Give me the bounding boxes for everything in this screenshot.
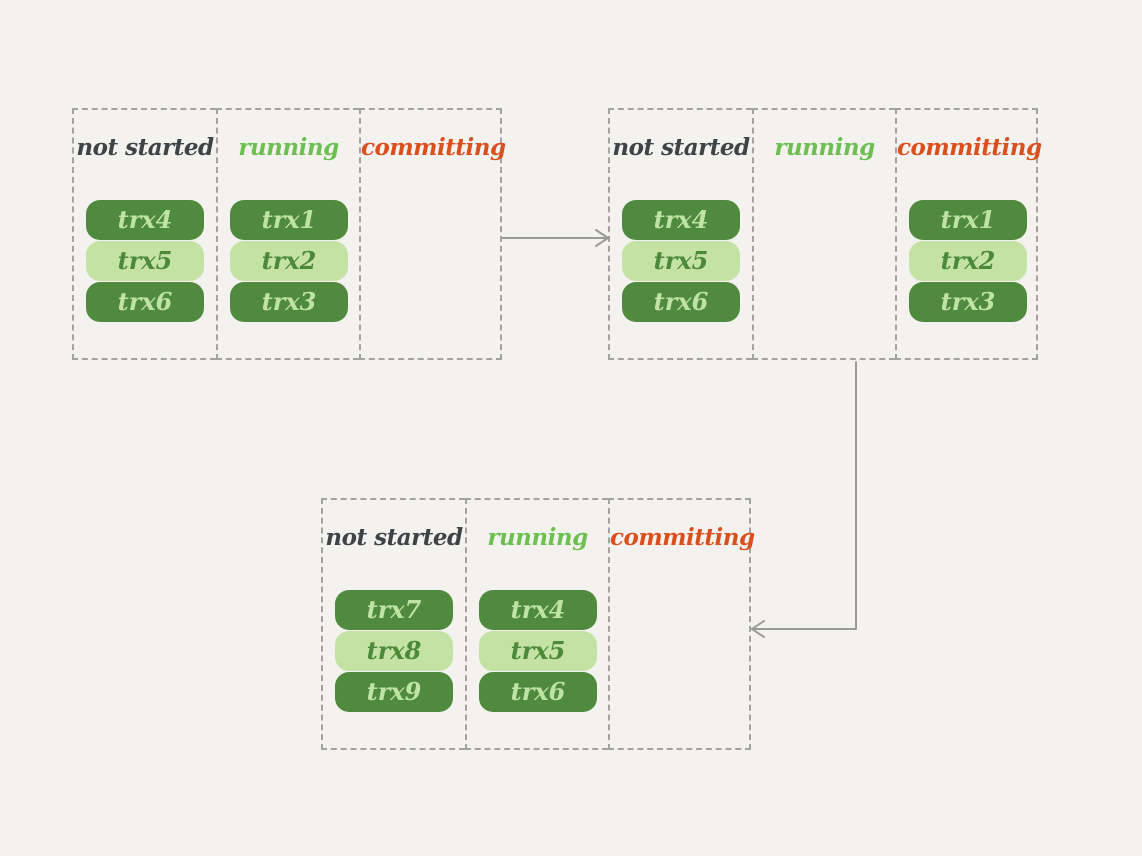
trx-block: trx4 — [479, 590, 597, 630]
trx-stack: trx4 trx5 trx6 — [86, 200, 204, 323]
trx-stack: trx4 trx5 trx6 — [479, 590, 597, 713]
trx-block: trx6 — [86, 282, 204, 322]
trx-block: trx8 — [335, 631, 453, 671]
trx-block: trx1 — [230, 200, 348, 240]
committing-column: committing trx1 trx2 trx3 — [895, 108, 1042, 360]
running-label: running — [238, 134, 339, 161]
trx-block: trx9 — [335, 672, 453, 712]
running-column: running trx4 trx5 trx6 — [465, 498, 608, 750]
trx-block: trx3 — [230, 282, 348, 322]
committing-column: committing — [608, 498, 755, 750]
trx-stack: trx7 trx8 trx9 — [335, 590, 453, 713]
trx-block: trx2 — [909, 241, 1027, 281]
state-1: not started trx4 trx5 trx6 running trx1 … — [72, 108, 506, 360]
trx-stack: trx1 trx2 trx3 — [230, 200, 348, 323]
running-label: running — [487, 524, 588, 551]
not-started-label: not started — [612, 134, 750, 161]
state-2: not started trx4 trx5 trx6 running commi… — [608, 108, 1042, 360]
trx-block: trx3 — [909, 282, 1027, 322]
committing-label: committing — [897, 134, 1042, 161]
arrow-state1-to-state2 — [501, 229, 609, 247]
not-started-column: not started trx4 trx5 trx6 — [608, 108, 752, 360]
not-started-column: not started trx7 trx8 trx9 — [321, 498, 465, 750]
state-3: not started trx7 trx8 trx9 running trx4 … — [321, 498, 755, 750]
running-label: running — [774, 134, 875, 161]
running-column: running trx1 trx2 trx3 — [216, 108, 359, 360]
committing-label: committing — [610, 524, 755, 551]
trx-block: trx1 — [909, 200, 1027, 240]
not-started-column: not started trx4 trx5 trx6 — [72, 108, 216, 360]
not-started-label: not started — [325, 524, 463, 551]
trx-block: trx7 — [335, 590, 453, 630]
trx-block: trx5 — [86, 241, 204, 281]
committing-label: committing — [361, 134, 506, 161]
running-column: running — [752, 108, 895, 360]
trx-block: trx4 — [86, 200, 204, 240]
trx-block: trx5 — [479, 631, 597, 671]
committing-column: committing — [359, 108, 506, 360]
trx-block: trx6 — [622, 282, 740, 322]
trx-block: trx6 — [479, 672, 597, 712]
trx-block: trx5 — [622, 241, 740, 281]
trx-block: trx4 — [622, 200, 740, 240]
trx-stack: trx1 trx2 trx3 — [909, 200, 1027, 323]
arrow-state2-to-state3 — [751, 361, 857, 638]
trx-block: trx2 — [230, 241, 348, 281]
not-started-label: not started — [76, 134, 214, 161]
trx-stack: trx4 trx5 trx6 — [622, 200, 740, 323]
